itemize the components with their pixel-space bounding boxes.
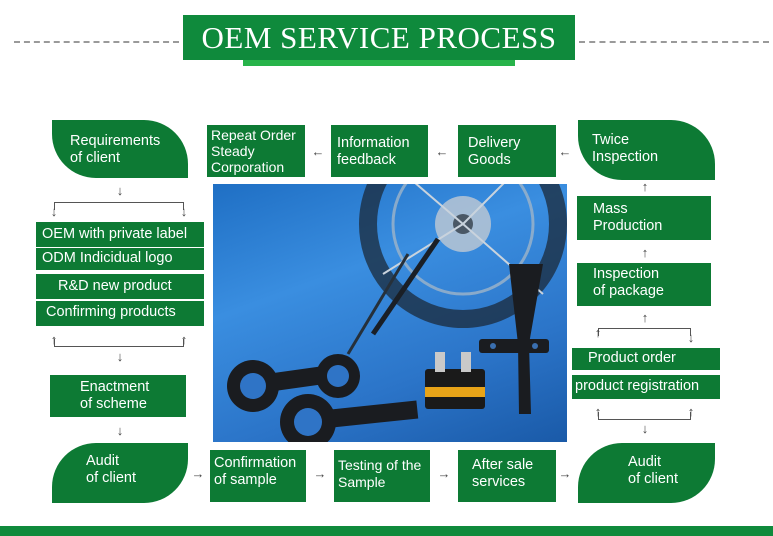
merge-connector xyxy=(598,412,691,420)
arrow-down-icon: ↓ xyxy=(116,183,124,198)
arrow-up-icon: ↑ xyxy=(641,245,649,260)
footer-bar xyxy=(0,526,773,536)
product-order-box: Product order xyxy=(572,348,720,370)
arrow-up-icon: ↑ xyxy=(180,332,188,347)
arrow-up-icon: ↑ xyxy=(641,179,649,194)
confirming-products-box: Confirming products xyxy=(36,301,204,326)
arrow-down-icon: ↓ xyxy=(116,423,124,438)
arrow-up-icon: ↑ xyxy=(50,332,58,347)
merge-connector xyxy=(54,339,184,347)
rd-new-product-box: R&D new product xyxy=(36,274,204,299)
arrow-down-icon: ↓ xyxy=(116,349,124,364)
arrow-up-icon: ↑ xyxy=(641,310,649,325)
arrow-left-icon: ← xyxy=(311,144,325,159)
arrow-left-icon: ← xyxy=(558,144,572,159)
arrow-left-icon: ← xyxy=(435,144,449,159)
arrow-down-icon: ↓ xyxy=(687,330,695,345)
arrow-down-icon: ↓ xyxy=(641,421,649,436)
arrow-down-icon: ↓ xyxy=(50,204,58,219)
arrow-down-icon: ↓ xyxy=(180,204,188,219)
arrow-up-icon: ↑ xyxy=(594,325,602,340)
page-title: OEM SERVICE PROCESS xyxy=(183,15,575,60)
odm-logo-box: ODM Indicidual logo xyxy=(36,248,204,270)
oem-private-label-box: OEM with private label xyxy=(36,222,204,247)
arrow-right-icon: → xyxy=(437,466,451,481)
title-underline xyxy=(243,60,515,66)
arrow-right-icon: → xyxy=(191,466,205,481)
arrow-right-icon: → xyxy=(558,466,572,481)
product-photo xyxy=(213,184,567,442)
arrow-right-icon: → xyxy=(313,466,327,481)
right-dashed-line xyxy=(579,41,769,43)
arrow-up-icon: ↑ xyxy=(594,404,602,419)
motorcycle-tools-illustration xyxy=(227,184,567,442)
branch-connector xyxy=(54,202,184,210)
branch-connector xyxy=(598,328,691,336)
arrow-up-icon: ↑ xyxy=(687,404,695,419)
product-registration-box: product registration xyxy=(572,375,720,399)
left-dashed-line xyxy=(14,41,179,43)
